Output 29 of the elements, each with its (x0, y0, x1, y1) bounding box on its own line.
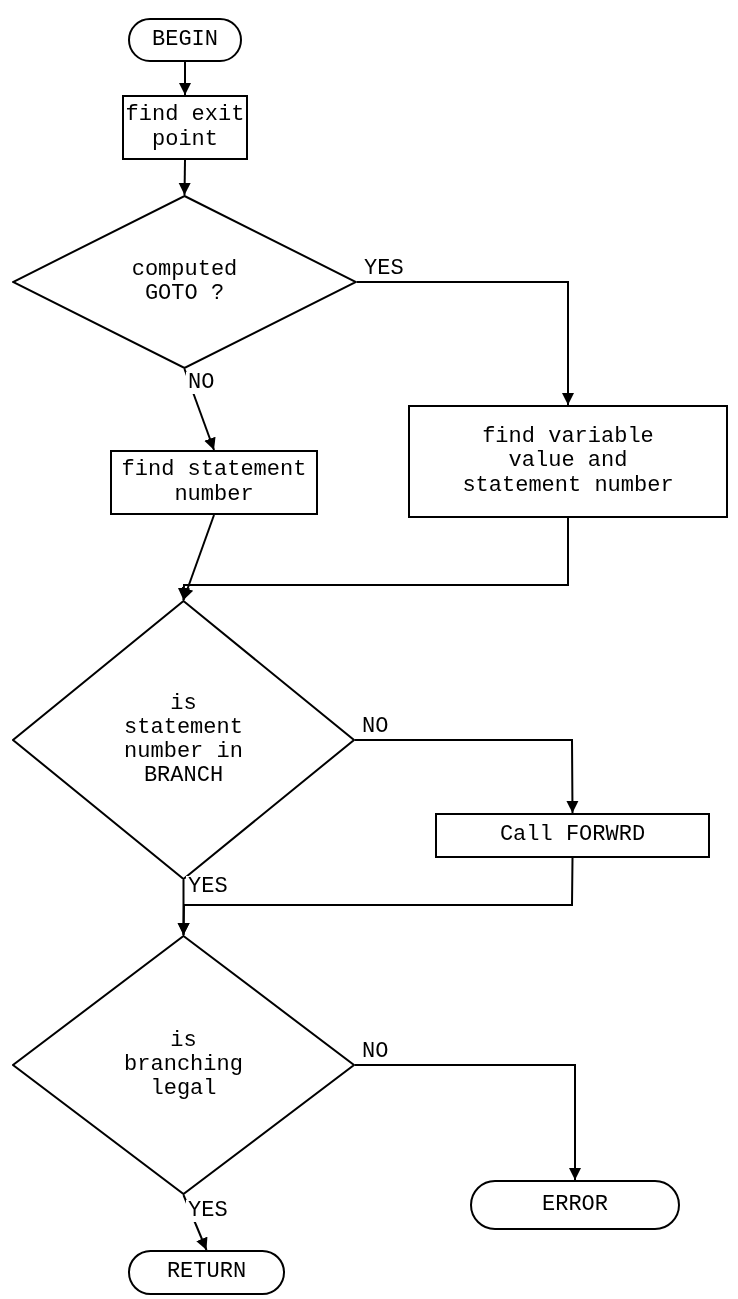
terminator (128, 1250, 285, 1295)
process-box (408, 405, 728, 518)
edge-label: YES (186, 1200, 230, 1222)
edge-label: NO (186, 372, 217, 394)
node-text: is statement number in BRANCH (123, 691, 244, 789)
process-box (110, 450, 318, 515)
terminator (470, 1180, 680, 1230)
node-text: ERROR (541, 1192, 609, 1218)
node-text: find statement number (120, 458, 308, 507)
arrow (179, 61, 191, 96)
node-text: Call FORWRD (498, 823, 647, 848)
node-text: BEGIN (151, 27, 219, 53)
process-box (435, 813, 710, 858)
process-box (122, 95, 248, 160)
node-text: find exit point (124, 103, 246, 152)
arrow (356, 281, 574, 406)
arrow (181, 514, 215, 601)
arrow (354, 739, 579, 814)
arrow (178, 159, 191, 196)
node-text: computed GOTO ? (130, 257, 239, 307)
arrow (177, 517, 569, 601)
node-text: RETURN (165, 1260, 248, 1285)
decision-diamond (12, 935, 355, 1195)
node-text: find variable value and statement number (461, 425, 675, 498)
arrow (354, 1064, 581, 1181)
terminator (128, 18, 242, 62)
node-text: is branching legal (123, 1028, 244, 1102)
arrow (177, 857, 574, 936)
decision-diamond (12, 195, 357, 369)
